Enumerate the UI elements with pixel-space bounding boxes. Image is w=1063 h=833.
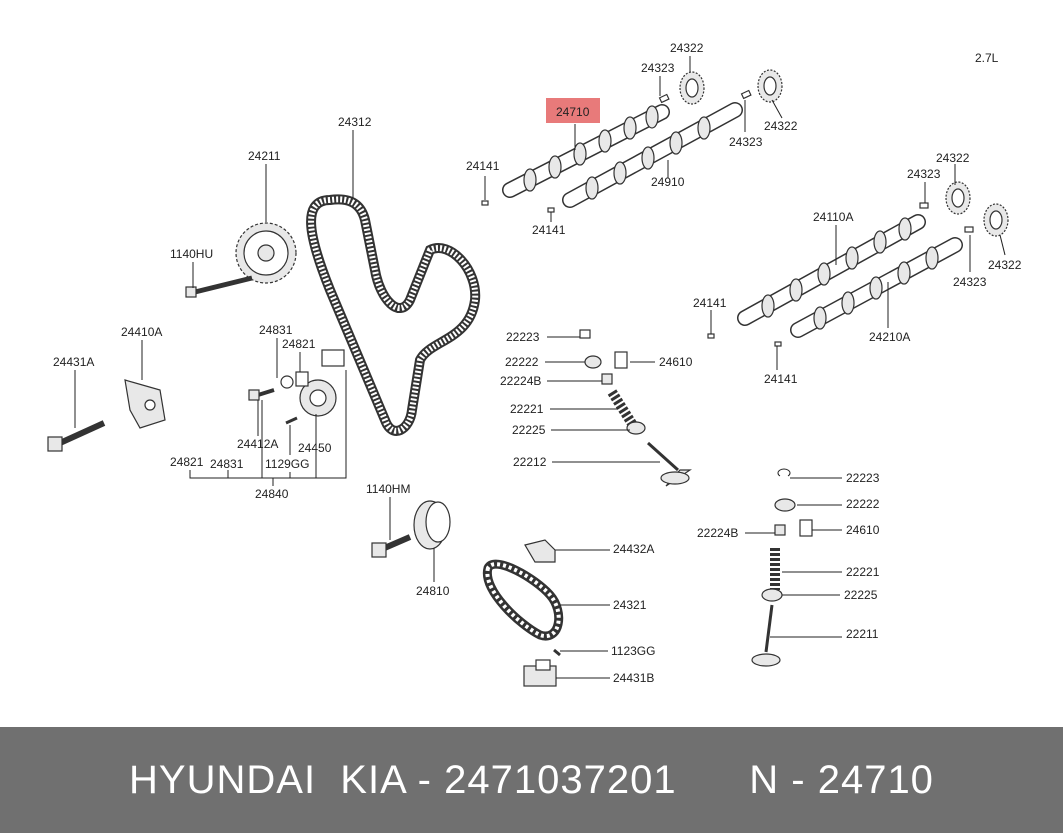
label-22212[interactable]: 22212	[513, 455, 547, 469]
bolt-1140hm	[371, 534, 412, 558]
label-24610[interactable]: 24610	[659, 355, 693, 369]
label-24141[interactable]: 24141	[693, 296, 727, 310]
engine-label: 2.7L	[975, 51, 999, 65]
valve-group-upper	[579, 329, 692, 487]
label-22225[interactable]: 22225	[512, 423, 546, 437]
label-1140hu[interactable]: 1140HU	[170, 247, 213, 261]
cam-sprocket-right-upper	[945, 181, 971, 215]
label-24821[interactable]: 24821	[282, 337, 316, 351]
footer-part-text: N - 24710	[749, 757, 934, 802]
label-24432a[interactable]: 24432A	[613, 542, 654, 556]
cam-sprocket-upper-left	[679, 71, 705, 105]
exploded-parts-diagram: 2.7L	[47, 41, 1022, 687]
footer-spacer	[677, 758, 750, 803]
label-24610[interactable]: 24610	[846, 523, 880, 537]
footer-banner: HYUNDAI KIA - 2471037201 N - 24710	[0, 727, 1063, 833]
label-24831[interactable]: 24831	[210, 457, 244, 471]
label-24210a[interactable]: 24210A	[869, 330, 910, 344]
label-22224b[interactable]: 22224B	[500, 374, 541, 388]
label-24431b[interactable]: 24431B	[613, 671, 654, 685]
idler-pulley-24810	[413, 500, 451, 550]
label-24821[interactable]: 24821	[170, 455, 204, 469]
label-24312[interactable]: 24312	[338, 115, 372, 129]
bolt-24412a	[248, 388, 275, 401]
label-24840[interactable]: 24840	[255, 487, 289, 501]
tensioner-pulley-24450	[280, 349, 345, 417]
label-22225[interactable]: 22225	[844, 588, 878, 602]
label-22223[interactable]: 22223	[846, 471, 880, 485]
label-24211[interactable]: 24211	[248, 149, 281, 163]
label-1123gg[interactable]: 1123GG	[611, 644, 655, 658]
label-24322[interactable]: 24322	[936, 151, 970, 165]
valve-group-lower	[751, 468, 813, 667]
label-24322[interactable]: 24322	[988, 258, 1022, 272]
label-22221[interactable]: 22221	[846, 565, 880, 579]
timing-belt[interactable]	[306, 194, 481, 436]
camshaft-exhaust-upper[interactable]	[562, 102, 743, 208]
label-24141[interactable]: 24141	[764, 372, 798, 386]
label-24910[interactable]: 24910	[651, 175, 685, 189]
cam-sprocket-upper-right	[757, 69, 783, 103]
camshaft-intake-right[interactable]	[737, 214, 926, 326]
label-22221[interactable]: 22221	[510, 402, 544, 416]
label-24323[interactable]: 24323	[953, 275, 987, 289]
camshaft-intake-upper[interactable]	[502, 104, 670, 198]
part-labels: 24322 24323 24710 24322 24323 24141 2491…	[53, 41, 1022, 685]
label-24322[interactable]: 24322	[764, 119, 798, 133]
timing-chain-24321[interactable]	[482, 559, 564, 641]
label-22222[interactable]: 22222	[846, 497, 880, 511]
label-24412a[interactable]: 24412A	[237, 437, 278, 451]
label-24810[interactable]: 24810	[416, 584, 450, 598]
cam-sprocket-right-lower	[983, 203, 1009, 237]
footer-brand-text: HYUNDAI KIA - 2471037201	[129, 757, 677, 802]
leader-lines	[74, 56, 1006, 679]
label-24323[interactable]: 24323	[729, 135, 763, 149]
bolt-1140hu	[185, 275, 253, 298]
label-22211[interactable]: 22211	[846, 627, 879, 641]
crankshaft-sprocket	[235, 222, 297, 284]
label-24323[interactable]: 24323	[641, 61, 675, 75]
label-24141[interactable]: 24141	[466, 159, 500, 173]
chain-guide-24432a	[524, 539, 556, 563]
label-24431a[interactable]: 24431A	[53, 355, 94, 369]
label-24141[interactable]: 24141	[532, 223, 566, 237]
label-24323[interactable]: 24323	[907, 167, 941, 181]
chain-tensioner-24431b	[523, 659, 557, 687]
highlight-box	[546, 98, 600, 123]
label-22224b[interactable]: 22224B	[697, 526, 738, 540]
label-24110a[interactable]: 24110A	[813, 210, 853, 224]
label-1140hm[interactable]: 1140HM	[366, 482, 410, 496]
label-22223[interactable]: 22223	[506, 330, 540, 344]
camshaft-exhaust-right[interactable]	[790, 237, 963, 338]
tensioner-arm-24410a	[124, 379, 166, 429]
label-24321[interactable]: 24321	[613, 598, 647, 612]
label-24831[interactable]: 24831	[259, 323, 293, 337]
label-22222[interactable]: 22222	[505, 355, 539, 369]
label-24322[interactable]: 24322	[670, 41, 704, 55]
label-1129gg[interactable]: 1129GG	[265, 457, 309, 471]
label-24410a[interactable]: 24410A	[121, 325, 162, 339]
bolt-24431a	[47, 420, 106, 452]
label-24450[interactable]: 24450	[298, 441, 332, 455]
label-24710[interactable]: 24710	[556, 105, 590, 119]
